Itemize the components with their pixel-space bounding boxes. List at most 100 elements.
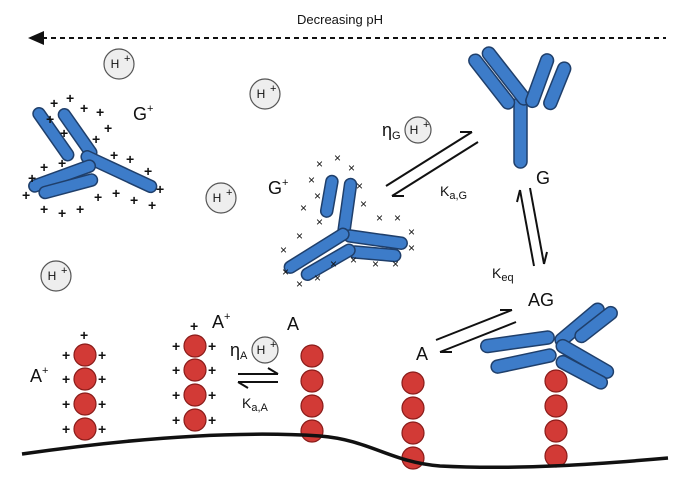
svg-text:+: + [148, 197, 156, 213]
svg-text:×: × [348, 161, 355, 175]
label-a-plus-mid: A+ [212, 311, 230, 332]
svg-text:×: × [360, 197, 367, 211]
svg-text:+: + [60, 125, 68, 141]
label-a-plus-left: A+ [30, 365, 48, 386]
svg-text:+: + [208, 412, 216, 428]
svg-text:+: + [172, 387, 180, 403]
eta-g-group: ηG H+ [382, 116, 432, 144]
svg-text:+: + [144, 163, 152, 179]
label-ka-g: Ka,G [440, 183, 467, 202]
svg-text:H: H [257, 87, 266, 101]
antibody-g-plus-top [28, 107, 158, 200]
svg-text:ηG: ηG [382, 120, 401, 142]
svg-text:×: × [300, 201, 307, 215]
svg-text:H: H [48, 269, 57, 283]
svg-text:+: + [28, 170, 36, 186]
ligand-a-mid [300, 344, 324, 443]
svg-text:×: × [282, 265, 289, 279]
svg-text:+: + [208, 362, 216, 378]
svg-text:+: + [172, 338, 180, 354]
svg-text:×: × [392, 257, 399, 271]
svg-text:+: + [58, 205, 66, 221]
svg-text:+: + [96, 104, 104, 120]
charges-g-plus-top: ++ ++ ++ ++ ++ ++ ++ ++ ++ ++ ++ + [22, 90, 164, 221]
svg-text:+: + [66, 90, 74, 106]
svg-text:+: + [124, 53, 130, 65]
ph-arrow-label: Decreasing pH [297, 12, 383, 27]
svg-text:+: + [62, 421, 70, 437]
svg-text:+: + [80, 327, 88, 343]
label-ag: AG [528, 290, 554, 310]
svg-text:+: + [226, 187, 232, 199]
charges-g-plus-mid: ×× ×× ×× ×× ×× ×× ×× ×× ×× ×× ×× [280, 151, 415, 291]
svg-text:H: H [111, 57, 120, 71]
svg-text:+: + [423, 119, 429, 131]
svg-text:×: × [296, 229, 303, 243]
svg-text:+: + [61, 265, 67, 277]
svg-text:×: × [316, 215, 323, 229]
svg-text:×: × [408, 225, 415, 239]
label-keq: Keq [492, 265, 514, 284]
surface-line [21, 432, 669, 470]
svg-text:×: × [356, 179, 363, 193]
antibody-g-plus-mid [283, 174, 408, 282]
svg-text:×: × [376, 211, 383, 225]
h-ion-2: H+ [249, 78, 281, 110]
svg-text:+: + [110, 147, 118, 163]
svg-text:+: + [126, 151, 134, 167]
svg-text:+: + [58, 155, 66, 171]
svg-text:×: × [350, 253, 357, 267]
antibody-ag [479, 302, 618, 390]
svg-text:+: + [190, 318, 198, 334]
svg-text:×: × [330, 257, 337, 271]
svg-text:+: + [46, 111, 54, 127]
svg-text:+: + [172, 362, 180, 378]
label-a-right: A [416, 344, 428, 364]
svg-text:+: + [62, 371, 70, 387]
svg-text:+: + [22, 187, 30, 203]
svg-text:+: + [208, 387, 216, 403]
svg-text:+: + [270, 339, 276, 351]
svg-text:×: × [372, 257, 379, 271]
ph-arrow [28, 31, 666, 45]
svg-text:+: + [172, 412, 180, 428]
svg-text:+: + [50, 95, 58, 111]
ligand-ag [544, 369, 568, 468]
svg-text:+: + [98, 371, 106, 387]
svg-text:+: + [62, 396, 70, 412]
svg-text:×: × [408, 241, 415, 255]
svg-text:+: + [98, 347, 106, 363]
label-ka-a: Ka,A [242, 395, 269, 414]
svg-text:×: × [314, 189, 321, 203]
svg-text:+: + [40, 201, 48, 217]
svg-text:+: + [208, 338, 216, 354]
svg-text:+: + [98, 396, 106, 412]
eta-a-group: ηA H+ [230, 336, 279, 364]
svg-text:×: × [280, 243, 287, 257]
svg-text:×: × [316, 157, 323, 171]
charges-a-plus-mid: + + + + + + + + + [172, 318, 216, 428]
svg-text:+: + [112, 185, 120, 201]
charges-a-plus-left: + + + + + + + + + [62, 327, 106, 437]
label-g-plus-top: G+ [133, 103, 153, 124]
h-ion-1: H+ [103, 48, 135, 80]
equilibrium-a [237, 367, 279, 389]
h-ion-4: H+ [40, 260, 72, 292]
svg-text:+: + [40, 159, 48, 175]
svg-text:+: + [156, 181, 164, 197]
svg-text:×: × [334, 151, 341, 165]
svg-text:+: + [104, 120, 112, 136]
svg-text:+: + [98, 421, 106, 437]
equilibrium-a-ag [435, 309, 517, 353]
svg-text:+: + [62, 347, 70, 363]
label-g-plus-mid: G+ [268, 177, 288, 198]
svg-text:+: + [270, 83, 276, 95]
svg-text:ηA: ηA [230, 340, 248, 362]
antibody-g-right [468, 46, 572, 169]
ligand-a-plus-left [73, 343, 97, 441]
equilibrium-keq [516, 187, 548, 267]
equilibrium-g [385, 131, 479, 197]
svg-text:×: × [308, 173, 315, 187]
ligand-a-plus-mid [183, 334, 207, 432]
h-ion-3: H+ [205, 182, 237, 214]
